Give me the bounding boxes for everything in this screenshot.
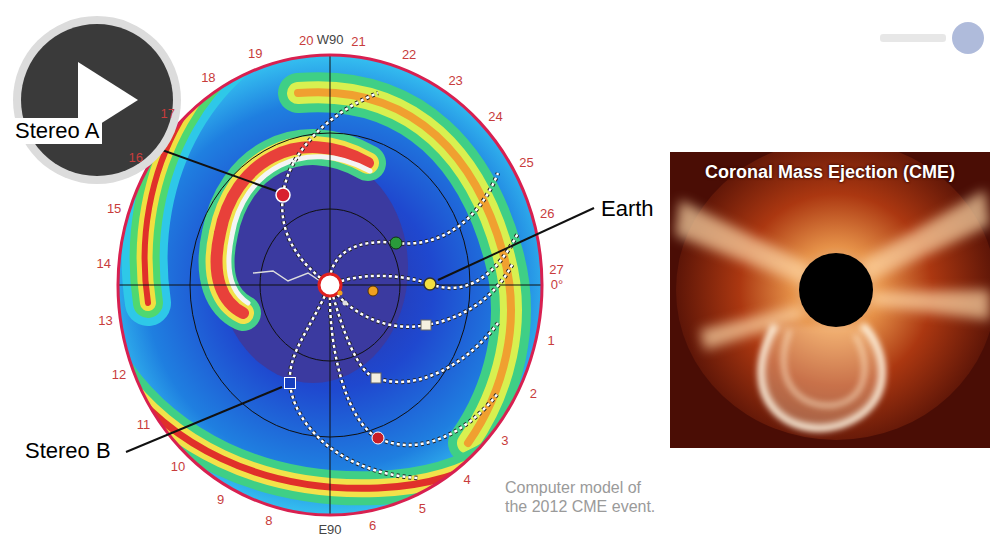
figure-caption: Computer model of the 2012 CME event. (505, 478, 662, 516)
earth-marker (424, 278, 436, 290)
tick-number: 0° (550, 278, 564, 292)
tick-number: 3 (500, 434, 509, 448)
tick-number: 16 (128, 151, 144, 165)
tick-number: 9 (216, 493, 225, 507)
tick-number: 27 (548, 262, 564, 276)
tick-number: 26 (539, 207, 555, 221)
planet-dot (338, 291, 343, 296)
watermark-logo (880, 22, 984, 54)
longitude-label: E90 (317, 523, 342, 537)
spacecraft-marker (421, 320, 431, 330)
parker-spirals (282, 93, 518, 478)
tick-number: 12 (111, 368, 127, 382)
tick-number: 5 (418, 502, 427, 516)
tick-number: 11 (136, 418, 152, 432)
planet-dot (343, 301, 348, 306)
tick-number: 14 (96, 257, 112, 271)
play-button (13, 16, 181, 184)
tick-number: 18 (200, 71, 216, 85)
stereo-b-marker (285, 378, 296, 389)
cme-track (253, 271, 323, 283)
disk-rim (118, 55, 542, 515)
planet-dot (368, 286, 378, 296)
tick-number: 1 (546, 334, 555, 348)
tick-number: 24 (487, 110, 503, 124)
tick-number: 23 (447, 74, 463, 88)
tick-number: 15 (106, 202, 122, 216)
panel-title: Coronal Mass Ejection (CME) (680, 162, 980, 183)
spacecraft-marker (371, 373, 381, 383)
tick-number: 17 (160, 106, 176, 120)
solar-wind-arm (118, 373, 498, 488)
callout-label: Earth (598, 196, 657, 222)
tick-number: 20 (298, 34, 314, 48)
tick-number: 25 (518, 155, 534, 169)
planet-dot (390, 237, 402, 249)
tick-number: 19 (247, 46, 263, 60)
tick-number: 8 (264, 514, 273, 528)
callout-label: Stereo A (12, 118, 102, 144)
leader-lines (112, 132, 594, 452)
planet-dot (372, 432, 384, 444)
cme-shell (217, 147, 370, 313)
tick-number: 13 (97, 314, 113, 328)
longitude-label: W90 (316, 33, 345, 47)
tick-number: 21 (350, 35, 366, 49)
cme-photo (670, 152, 990, 448)
callout-label: Stereo B (22, 438, 114, 464)
tick-number: 2 (529, 387, 538, 401)
tick-number: 4 (463, 473, 472, 487)
image-panel: Coronal Mass Ejection (CME) (670, 152, 990, 448)
tick-number: 22 (401, 48, 417, 62)
stereo-a-marker (276, 188, 290, 202)
tick-number: 6 (368, 519, 377, 533)
tick-number: 10 (170, 460, 186, 474)
